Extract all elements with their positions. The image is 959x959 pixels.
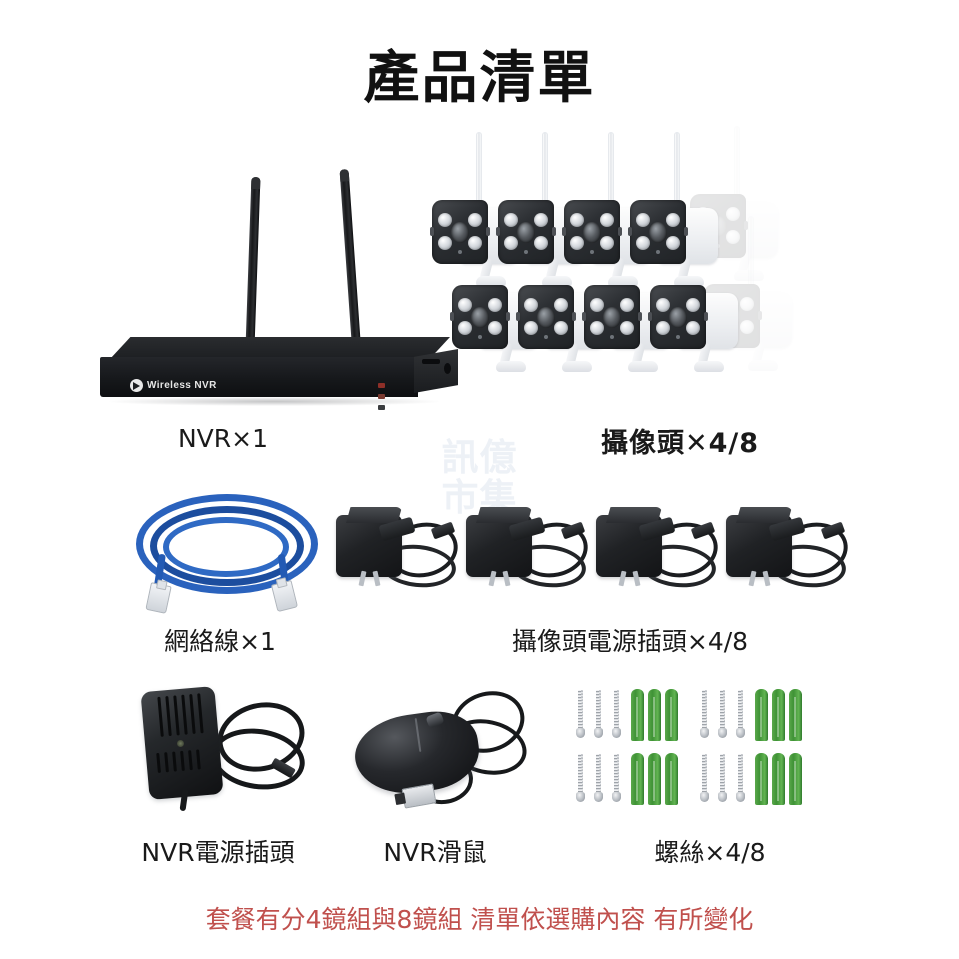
usb-connector bbox=[401, 783, 437, 809]
camera-ir-led bbox=[438, 213, 452, 227]
nvr-adapter-led bbox=[177, 740, 184, 747]
nvr-led-hdd bbox=[378, 394, 385, 399]
label-screws: 螺絲×4/8 bbox=[654, 838, 766, 867]
camera-antenna bbox=[476, 132, 482, 204]
lan-cable-coil bbox=[163, 517, 289, 577]
nvr-front-panel: Wireless NVR bbox=[100, 357, 418, 410]
label-nvr-power: NVR電源插頭 bbox=[141, 838, 295, 867]
camera-power-adapter-4 bbox=[726, 505, 853, 597]
screw-group-4 bbox=[699, 752, 811, 810]
camera-faceplate bbox=[430, 200, 490, 264]
camera-power-adapter-2 bbox=[466, 505, 593, 597]
nvr-power-adapter-image bbox=[140, 685, 312, 812]
label-nvr: NVR×1 bbox=[177, 424, 269, 453]
nvr-adapter-vents bbox=[157, 693, 204, 737]
screw bbox=[594, 690, 603, 740]
screw bbox=[576, 690, 585, 740]
nvr-product-image: Wireless NVR bbox=[95, 165, 465, 410]
label-camera-power: 攝像頭電源插頭×4/8 bbox=[511, 627, 749, 656]
screw-set bbox=[575, 688, 627, 746]
camera-mount bbox=[476, 257, 510, 288]
label-lan-cable: 網絡線×1 bbox=[164, 627, 276, 656]
adapter-brick-top bbox=[346, 507, 402, 523]
camera-light-sensor bbox=[458, 250, 462, 254]
screw-group-1 bbox=[575, 688, 687, 746]
nvr-led-power bbox=[378, 383, 385, 388]
nvr-shadow bbox=[109, 397, 439, 406]
camera-4 bbox=[628, 132, 722, 287]
nvr-chassis: Wireless NVR bbox=[100, 337, 460, 410]
screw bbox=[612, 690, 621, 740]
mouse-product-image bbox=[350, 682, 533, 817]
label-cameras: 攝像頭✕4/8 bbox=[600, 428, 760, 459]
cameras-product-image bbox=[430, 126, 822, 380]
screw-group-3 bbox=[575, 752, 687, 810]
camera-8 bbox=[648, 283, 742, 372]
lan-cable-product-image bbox=[128, 492, 318, 614]
screw-group-2 bbox=[699, 688, 811, 746]
nvr-brand-logo: Wireless NVR bbox=[130, 379, 217, 392]
footnote-text: 套餐有分4鏡組與8鏡組 清單依選購內容 有所變化 bbox=[205, 905, 754, 934]
rj45-connector bbox=[145, 582, 172, 614]
nvr-top-panel bbox=[110, 337, 450, 359]
screws-product-image bbox=[575, 688, 815, 810]
camera-7 bbox=[582, 283, 676, 372]
page-title: 產品清單 bbox=[363, 46, 596, 111]
camera-ir-led bbox=[468, 236, 482, 250]
rj45-connector bbox=[270, 579, 299, 613]
lan-cable-coil bbox=[150, 506, 304, 586]
camera-power-adapter-1 bbox=[336, 505, 463, 597]
nvr-logo-icon bbox=[130, 379, 143, 392]
nvr-antenna-right bbox=[339, 169, 362, 363]
nvr-side-panel bbox=[414, 349, 458, 393]
camera-lens bbox=[451, 222, 469, 243]
anchor-set bbox=[631, 689, 683, 745]
nvr-antenna-left bbox=[245, 176, 261, 363]
nvr-brand-text: Wireless NVR bbox=[147, 380, 217, 391]
label-mouse: NVR滑鼠 bbox=[383, 838, 487, 867]
camera-ir-led bbox=[438, 236, 452, 250]
wall-anchor bbox=[631, 689, 644, 741]
wall-anchor bbox=[648, 689, 661, 741]
nvr-led-net bbox=[378, 405, 385, 410]
nvr-adapter-vents bbox=[156, 749, 206, 774]
lan-cable-coil bbox=[136, 494, 318, 594]
camera-power-adapter-3 bbox=[596, 505, 723, 597]
camera-ir-led bbox=[468, 213, 482, 227]
wall-anchor bbox=[665, 689, 678, 741]
